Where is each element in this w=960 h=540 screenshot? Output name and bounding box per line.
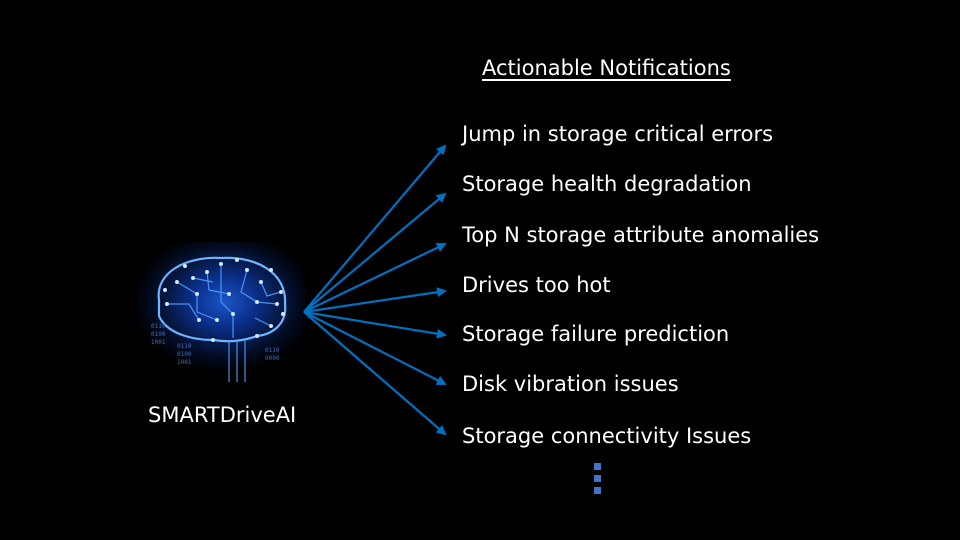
notification-item: Jump in storage critical errors	[462, 122, 774, 146]
arrow-2	[303, 192, 447, 313]
notification-item: Storage failure prediction	[462, 322, 730, 346]
notification-item: Top N storage attribute anomalies	[462, 223, 820, 247]
notification-item: Storage health degradation	[462, 172, 752, 196]
svg-text:1001: 1001	[177, 359, 192, 366]
notification-item: Drives too hot	[462, 273, 611, 297]
arrow-4	[303, 287, 447, 314]
svg-text:0000: 0000	[265, 355, 280, 362]
svg-text:0110: 0110	[177, 343, 192, 350]
svg-text:0100: 0100	[177, 351, 192, 358]
svg-text:0100: 0100	[151, 331, 166, 338]
notification-item: Disk vibration issues	[462, 372, 679, 396]
arrow-6	[303, 311, 447, 385]
source-label: SMARTDriveAI	[148, 403, 297, 427]
diagram-title: Actionable Notifications	[482, 56, 731, 80]
svg-text:0110: 0110	[265, 347, 280, 354]
arrow-5	[303, 310, 447, 339]
arrow-3	[303, 242, 447, 313]
arrow-1	[303, 144, 447, 313]
svg-text:0110: 0110	[151, 323, 166, 330]
arrow-7	[303, 311, 447, 436]
notification-item: Storage connectivity Issues	[462, 424, 752, 448]
svg-text:1001: 1001	[151, 339, 166, 346]
